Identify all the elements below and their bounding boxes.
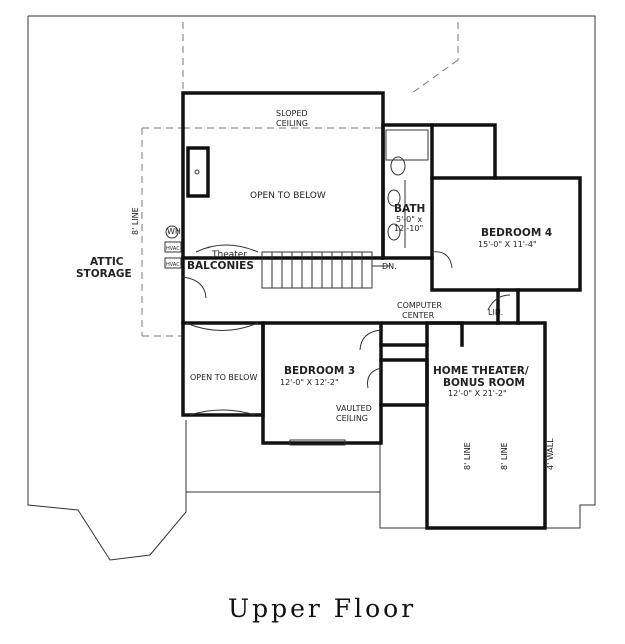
attic-label-1: ATTIC	[90, 256, 124, 268]
theater-label: Theater	[211, 250, 247, 260]
home-theater-name-1: HOME THEATER/	[433, 365, 529, 377]
sloped-label-1: SLOPED	[276, 109, 308, 118]
roof-outline	[27, 15, 596, 561]
balconies-label: BALCONIES	[187, 260, 254, 272]
vaulted-label-1: VAULTED	[336, 404, 372, 413]
bedroom4-name: BEDROOM 4	[481, 227, 552, 239]
computer-label-2: CENTER	[402, 311, 435, 320]
fixtures	[164, 129, 511, 446]
home-theater-8-line-b: 8' LINE	[500, 442, 509, 470]
hvac-label-1: HVAC	[166, 246, 180, 252]
open-to-below-left-label: OPEN TO BELOW	[190, 373, 257, 382]
computer-label-1: COMPUTER	[397, 301, 442, 310]
bath-dim-1: 5'-0" x	[396, 215, 422, 224]
staircase	[261, 251, 390, 289]
home-theater-dim: 12'-0" X 21'-2"	[448, 389, 507, 398]
lin-label: LIN.	[488, 308, 503, 317]
four-wall-label: 4' WALL	[546, 438, 555, 470]
attic-label-2: STORAGE	[76, 268, 132, 280]
dashed-roof-lines	[141, 22, 459, 337]
attic-8-line: 8' LINE	[131, 207, 140, 235]
home-theater-8-line-a: 8' LINE	[463, 442, 472, 470]
dn-label: DN.	[382, 262, 397, 271]
vaulted-label-2: CEILING	[336, 414, 368, 423]
hvac-label-2: HVAC	[166, 262, 180, 268]
bedroom4-dim: 15'-0" X 11'-4"	[478, 240, 537, 249]
sloped-label-2: CEILING	[276, 119, 308, 128]
walls	[181, 91, 582, 530]
floor-title: Upper Floor	[228, 594, 416, 623]
home-theater-name-2: BONUS ROOM	[443, 377, 525, 389]
wh-label: WH	[167, 227, 181, 236]
bedroom3-dim: 12'-0" X 12'-2"	[280, 378, 339, 387]
bath-dim-2: 12'-10"	[394, 224, 423, 233]
open-to-below-top-label: OPEN TO BELOW	[250, 191, 326, 201]
bath-name: BATH	[394, 203, 425, 215]
bedroom3-name: BEDROOM 3	[284, 365, 355, 377]
